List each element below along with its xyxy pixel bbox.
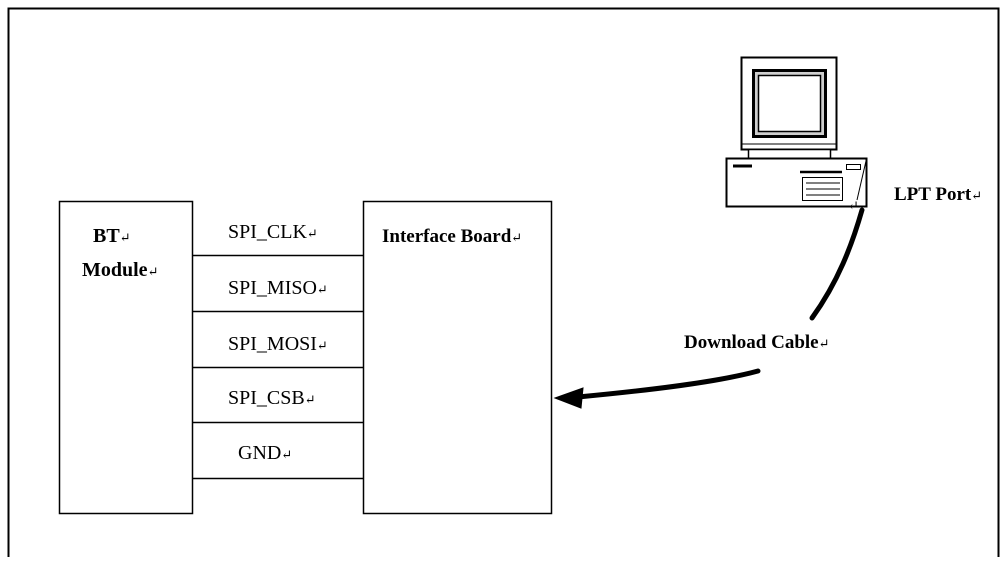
signal-label-gnd: GND↵ xyxy=(238,442,292,464)
interface-board-box xyxy=(362,200,553,515)
lpt-connector-line xyxy=(856,160,867,201)
download-cable-upper xyxy=(809,207,865,321)
download-cable-label: Download Cable↵ xyxy=(684,332,830,353)
bt-module-label-line2: Module↵ xyxy=(82,259,158,281)
signal-label-spi-mosi: SPI_MOSI↵ xyxy=(228,333,328,355)
signal-label-spi-csb: SPI_CSB↵ xyxy=(228,387,316,409)
signal-labels: SPI_CLK↵ SPI_MISO↵ SPI_MOSI↵ SPI_CSB↵ GN… xyxy=(228,221,328,464)
signal-label-spi-miso: SPI_MISO↵ xyxy=(228,277,328,299)
desktop-computer-icon xyxy=(725,56,868,208)
download-cable-lower xyxy=(575,368,761,400)
bt-module-box xyxy=(58,200,194,515)
interface-board-block: Interface Board↵ xyxy=(362,200,553,515)
lpt-port-label: LPT Port↵ xyxy=(894,184,982,205)
bt-module-block: BT↵ Module↵ xyxy=(58,200,194,515)
bt-module-label-line1: BT↵ xyxy=(93,225,131,247)
lpt-port-mark: ↵ xyxy=(848,198,859,213)
signal-label-spi-clk: SPI_CLK↵ xyxy=(228,221,318,243)
interface-board-label: Interface Board↵ xyxy=(382,226,522,247)
arrowhead-icon xyxy=(553,387,584,409)
monitor-stand xyxy=(747,148,832,160)
signal-wires xyxy=(193,254,363,480)
monitor-screen-inner xyxy=(757,74,822,133)
